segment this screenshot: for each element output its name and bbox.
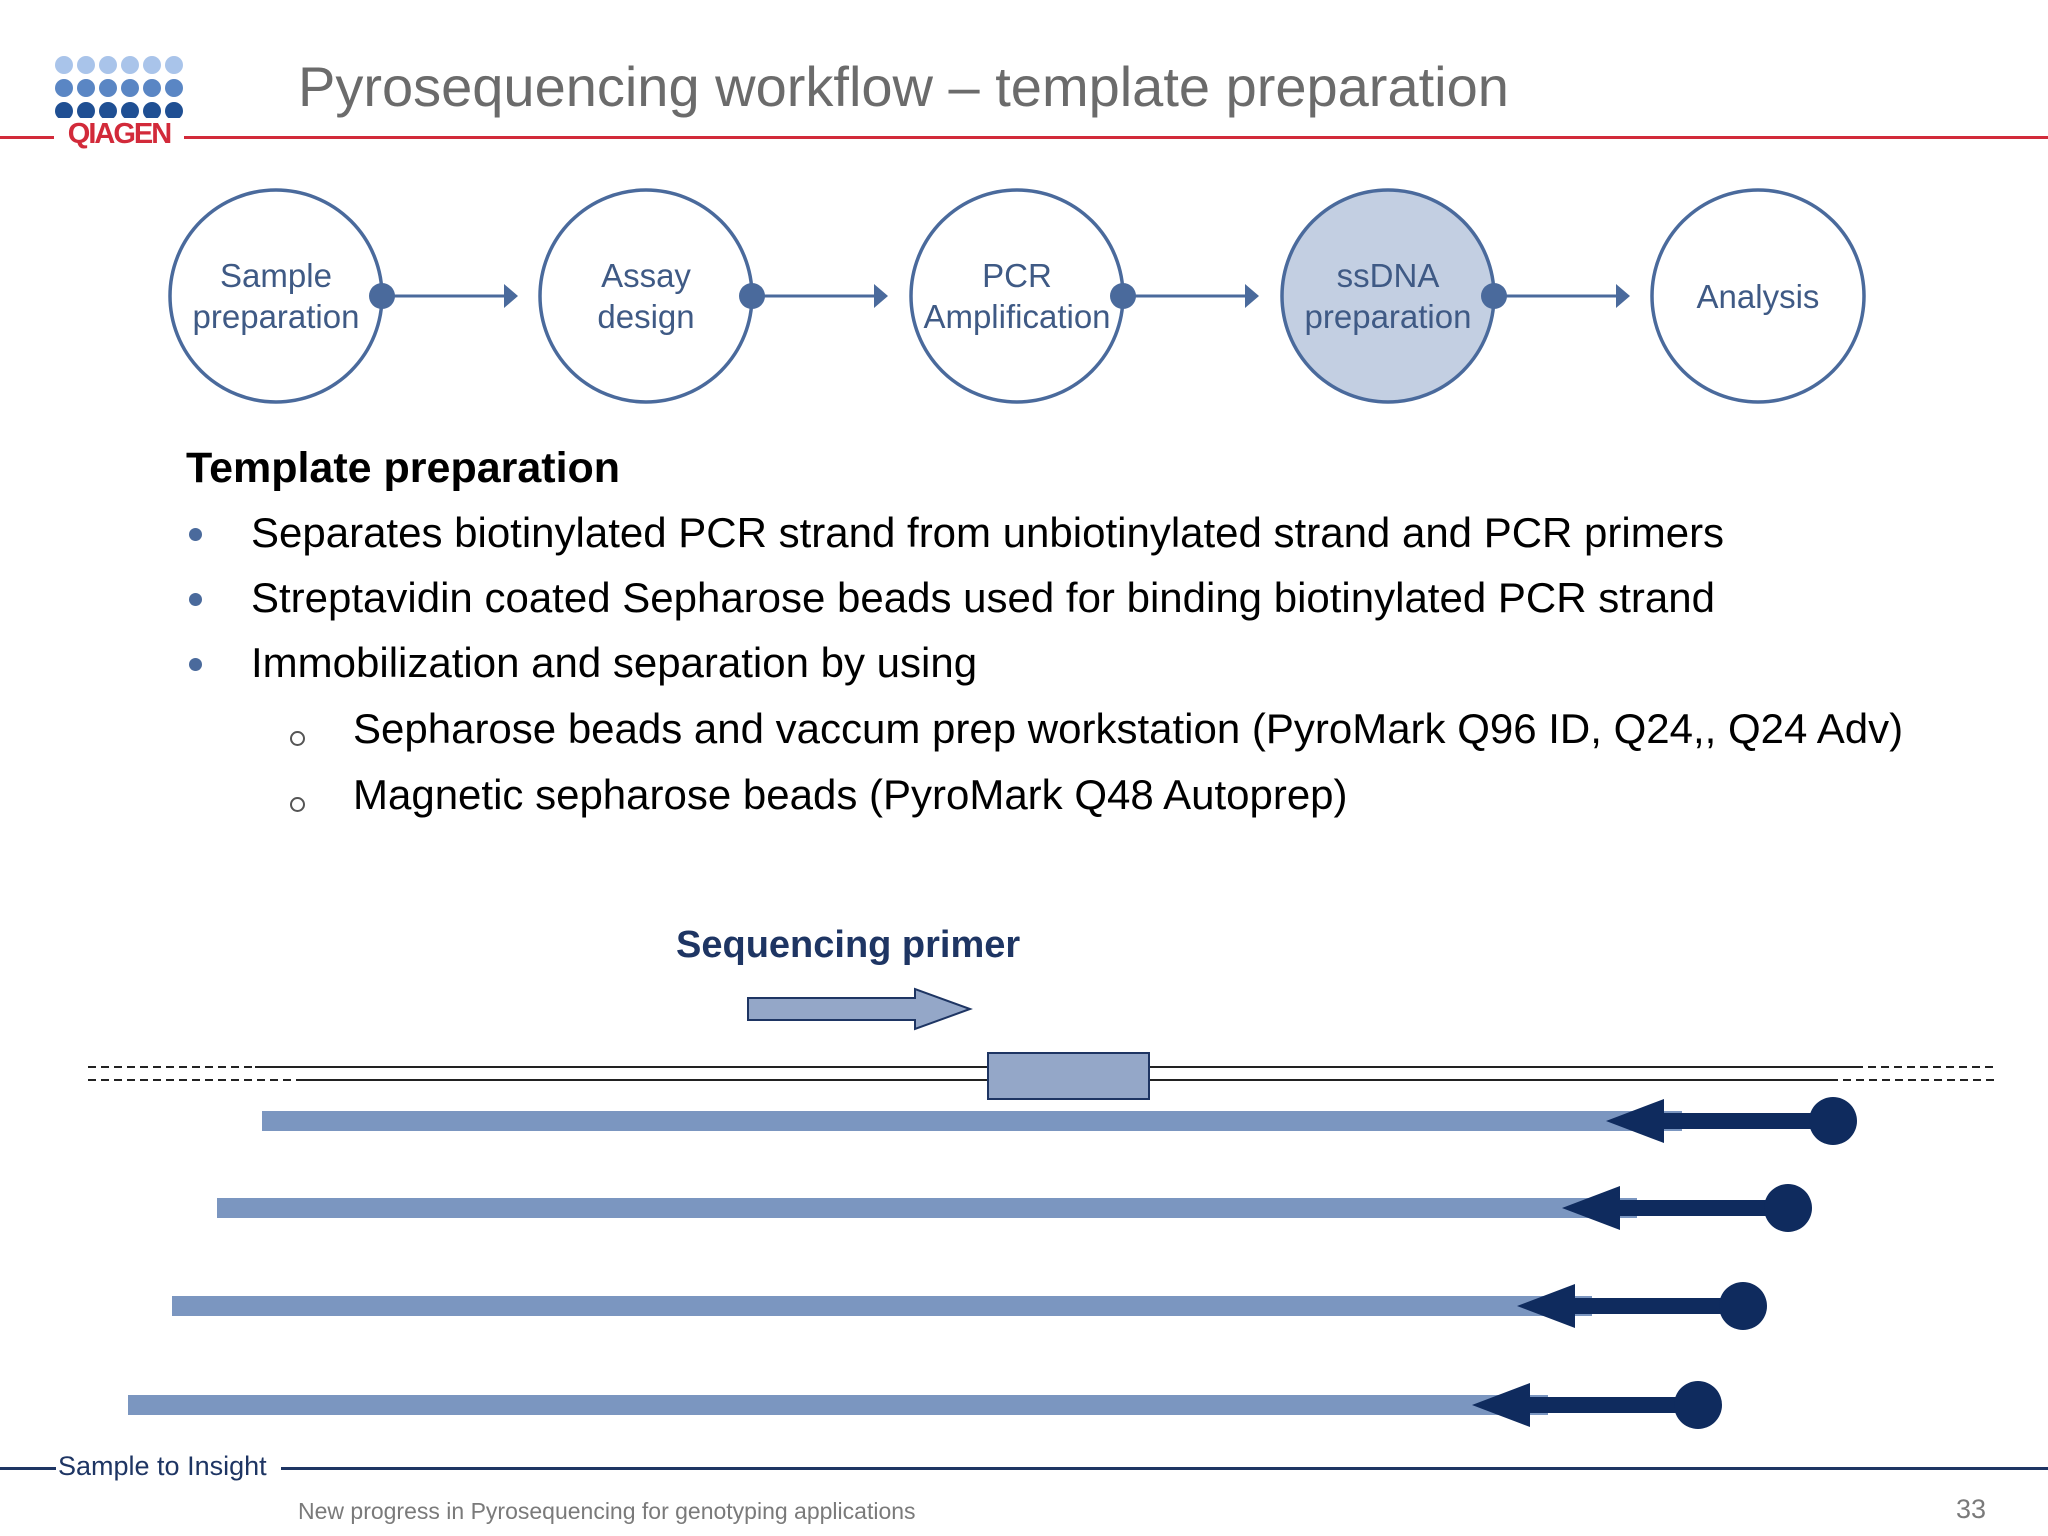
sequencing-primer-label: Sequencing primer xyxy=(676,924,1021,966)
qiagen-wordmark: QIAGEN xyxy=(54,118,184,151)
header-rule xyxy=(0,136,2048,139)
sub-bullet-ring xyxy=(290,731,305,746)
bullet-dot xyxy=(189,528,202,541)
workflow-connector-3 xyxy=(1110,283,1259,309)
biotinylated-strand-4 xyxy=(128,1381,1722,1429)
workflow-step-circle-5 xyxy=(1650,188,1866,404)
page-number: 33 xyxy=(1955,1494,1986,1524)
bullet-dot xyxy=(189,658,202,671)
target-region-box xyxy=(987,1052,1150,1100)
page-title: Pyrosequencing workflow – template prepa… xyxy=(298,55,1509,118)
workflow-diagram xyxy=(168,188,1866,404)
footer-subtitle: New progress in Pyrosequencing for genot… xyxy=(298,1498,916,1524)
biotinylated-strand-1 xyxy=(262,1097,1857,1145)
workflow-connector-1 xyxy=(369,283,518,309)
sub-bullet-item: Sepharose beads and vaccum prep workstat… xyxy=(353,705,1904,752)
qiagen-logo-dots xyxy=(55,56,183,120)
sub-bullet-item: Magnetic sepharose beads (PyroMark Q48 A… xyxy=(353,771,1348,818)
bullet-item: Separates biotinylated PCR strand from u… xyxy=(251,509,1725,556)
biotinylated-strand-2 xyxy=(217,1184,1812,1232)
workflow-step-label-5: Analysis xyxy=(1696,278,1820,315)
bullet-item: Immobilization and separation by using xyxy=(251,639,978,686)
bullet-item: Streptavidin coated Sepharose beads used… xyxy=(251,574,1715,621)
strand-diagram xyxy=(88,987,1995,1429)
sub-bullet-ring xyxy=(290,797,305,812)
bullet-dot xyxy=(189,593,202,606)
sequencing-primer-arrow xyxy=(747,987,973,1031)
workflow-connector-4 xyxy=(1481,283,1630,309)
footer-tagline: Sample to Insight xyxy=(56,1451,281,1482)
workflow-connector-2 xyxy=(739,283,888,309)
section-heading: Template preparation xyxy=(186,444,621,492)
footer-rule xyxy=(0,1467,2048,1470)
biotinylated-strand-3 xyxy=(172,1282,1767,1330)
